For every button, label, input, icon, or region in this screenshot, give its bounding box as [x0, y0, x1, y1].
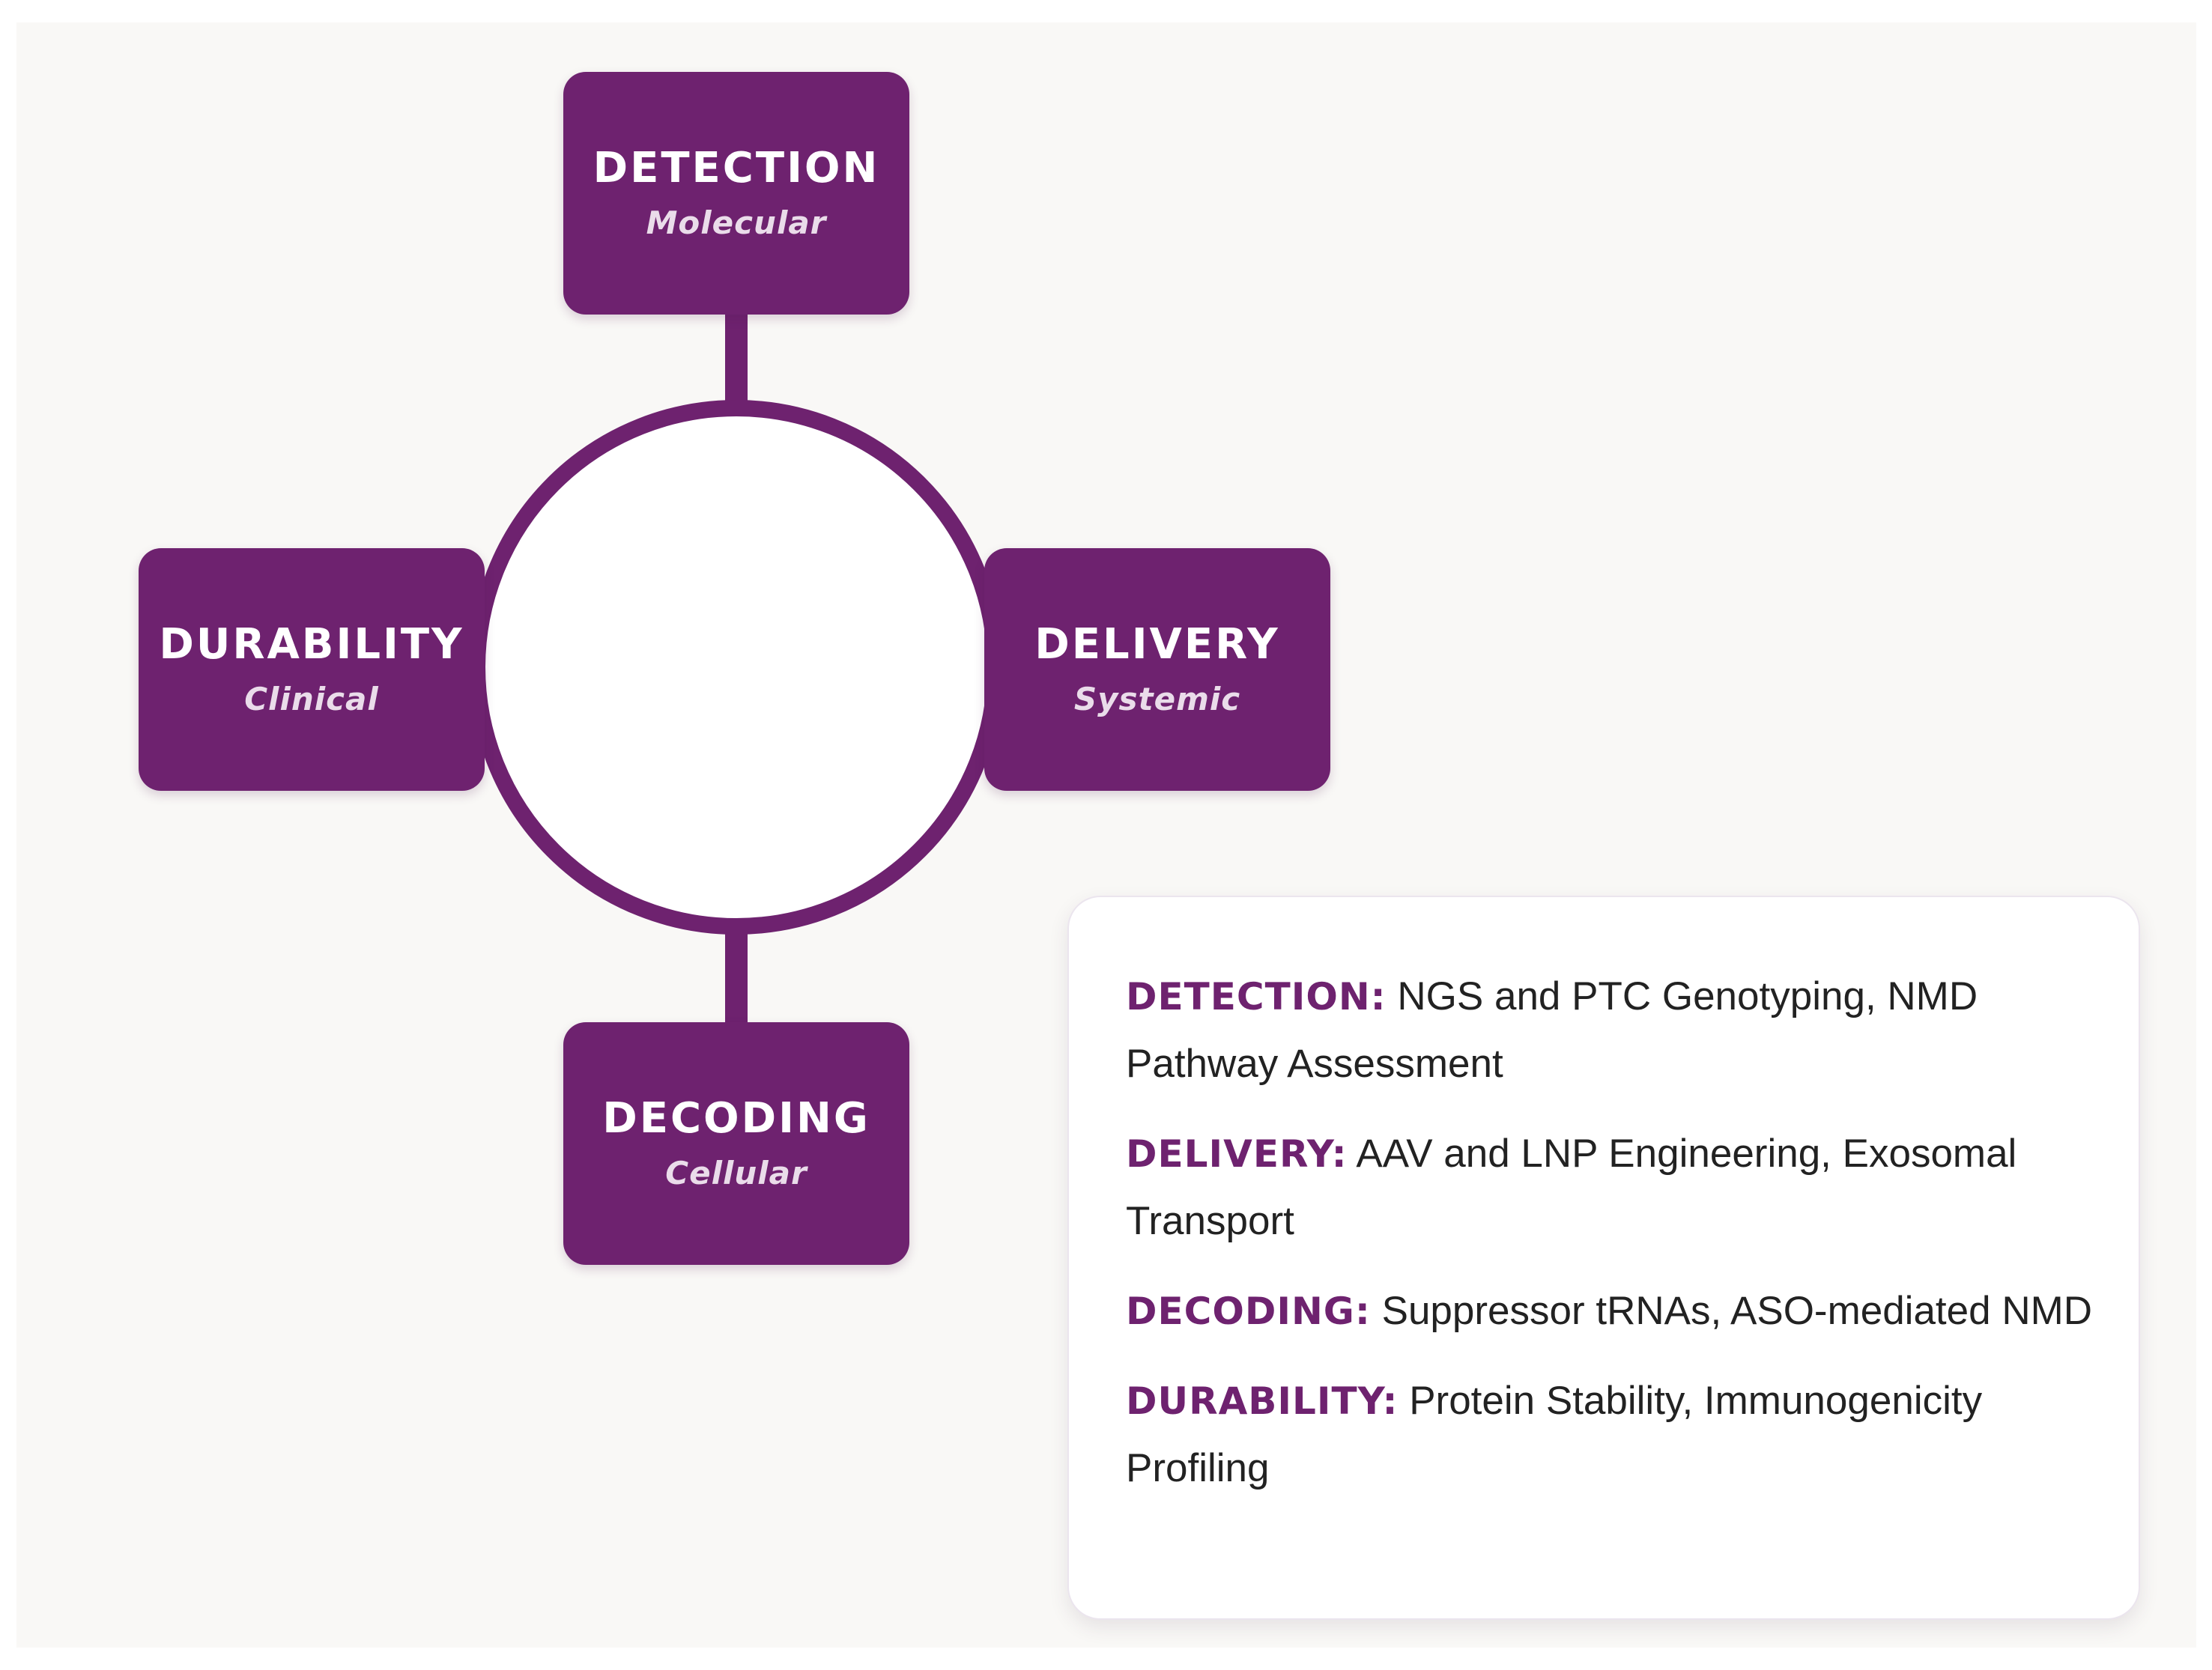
durability-node: DURABILITY Clinical	[139, 548, 485, 791]
delivery-subtitle: Systemic	[1073, 681, 1241, 718]
legend-item-detection: DETECTION: NGS and PTC Genotyping, NMD P…	[1126, 963, 2094, 1098]
delivery-title: DELIVERY	[1034, 619, 1280, 669]
detection-title: DETECTION	[593, 143, 880, 192]
legend-card: DETECTION: NGS and PTC Genotyping, NMD P…	[1067, 896, 2140, 1620]
legend-text: Protein Stability, Immunogenicity Profil…	[1126, 1379, 1983, 1490]
durability-subtitle: Clinical	[244, 681, 379, 718]
legend-key: DETECTION:	[1126, 975, 1387, 1018]
legend-text: NGS and PTC Genotyping, NMD Pathway Asse…	[1126, 974, 1978, 1086]
legend-item-durability: DURABILITY: Protein Stability, Immunogen…	[1126, 1367, 2094, 1502]
detection-node: DETECTION Molecular	[563, 72, 909, 315]
decoding-title: DECODING	[602, 1093, 870, 1143]
legend-item-decoding: DECODING: Suppressor tRNAs, ASO-mediated…	[1126, 1278, 2094, 1345]
legend-item-delivery: DELIVERY: AAV and LNP Engineering, Exoso…	[1126, 1120, 2094, 1255]
legend-text: Suppressor tRNAs, ASO-mediated NMD	[1381, 1289, 2093, 1333]
legend-key: DELIVERY:	[1126, 1132, 1348, 1176]
detection-subtitle: Molecular	[646, 204, 827, 242]
delivery-node: DELIVERY Systemic	[984, 548, 1330, 791]
legend-key: DECODING:	[1126, 1290, 1371, 1333]
durability-title: DURABILITY	[159, 619, 464, 669]
legend-key: DURABILITY:	[1126, 1379, 1399, 1423]
connector-bottom	[725, 929, 748, 1024]
decoding-subtitle: Cellular	[665, 1155, 807, 1192]
central-ring	[469, 400, 1004, 935]
connector-top	[725, 313, 748, 406]
decoding-node: DECODING Cellular	[563, 1022, 909, 1265]
legend-text: AAV and LNP Engineering, Exosomal Transp…	[1126, 1132, 2017, 1243]
